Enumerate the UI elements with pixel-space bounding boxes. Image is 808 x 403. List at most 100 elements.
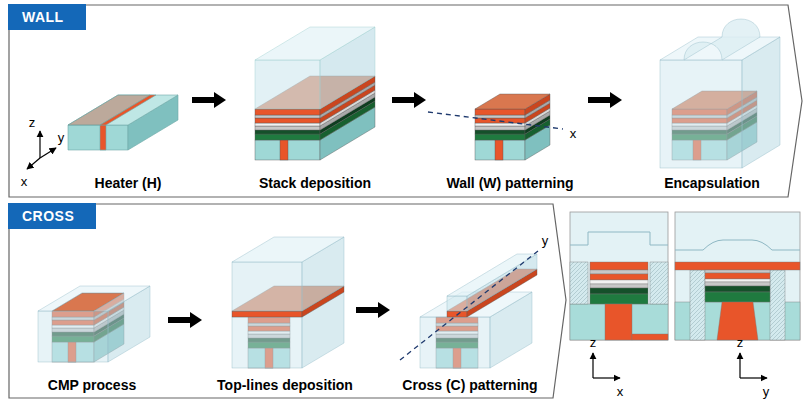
cmp-block: [38, 286, 150, 362]
cross-section-x: [590, 294, 648, 304]
cross-section-y: [717, 302, 758, 340]
axis-pair: [592, 353, 593, 378]
cross-section-x: [632, 334, 668, 340]
wall-block: [475, 140, 525, 160]
cross-section-x: [570, 304, 668, 340]
wall-block: [475, 94, 550, 160]
encapsulated-wall: [660, 19, 780, 168]
cross-section-y: [705, 292, 770, 302]
wall-block: [475, 109, 525, 115]
cut-line: [400, 251, 538, 360]
cross-block: [447, 254, 537, 296]
cross-block: [420, 317, 490, 368]
axis-triad: [27, 158, 40, 169]
stack-block: [255, 27, 375, 60]
cross-section-x: [590, 288, 648, 294]
process-panel: CROSS: [8, 203, 568, 399]
cross-section-y: [705, 282, 770, 286]
cross-section-x: [605, 304, 632, 340]
wall-block: [475, 115, 525, 118]
stack-block: [255, 27, 375, 160]
axis-label: y: [763, 384, 770, 399]
cmp-block: [38, 286, 150, 311]
stack-block: [255, 140, 320, 160]
panel-heading: CROSS: [8, 203, 96, 229]
axis-label: x: [21, 174, 28, 189]
axis-label: z: [29, 115, 36, 130]
axis-pair: [593, 353, 767, 378]
axis-triad: [40, 148, 56, 158]
heater-block: [68, 95, 178, 150]
panel-outline: [9, 204, 566, 398]
stack-block: [255, 123, 320, 126]
process-panel: WALL: [8, 4, 804, 198]
axis-label: x: [617, 384, 624, 399]
cross-section-y: [705, 286, 770, 292]
axis-label: z: [590, 335, 597, 350]
cross-section-x: [570, 232, 668, 245]
panel-outline: [8, 4, 804, 198]
step-label: Encapsulation: [664, 175, 760, 191]
cross-section-y: [770, 270, 785, 340]
cross-block: [420, 254, 537, 368]
stack-block: [255, 130, 320, 134]
axis-pair: [740, 377, 767, 378]
cross-section-y: [675, 240, 800, 250]
cross-section-x: [570, 262, 588, 304]
cross-section-y: [690, 270, 705, 340]
cross-section-x: [590, 262, 648, 270]
step-label: CMP process: [48, 377, 136, 393]
stack-block: [255, 109, 320, 115]
cut-line: [428, 112, 563, 129]
axis-label: x: [570, 126, 577, 141]
cross-section-y: [675, 262, 800, 270]
step-label: Heater (H): [95, 175, 162, 191]
step-label: Wall (W) patterning: [446, 175, 573, 191]
cross-section-y: [675, 212, 800, 340]
stack-block: [255, 118, 320, 123]
heater-block: [100, 125, 106, 150]
encapsulated-wall: [684, 19, 760, 60]
encapsulated-wall: [660, 60, 742, 168]
cross-section-y: [705, 279, 770, 282]
axis-triad: [39, 131, 40, 158]
axis-label: z: [737, 335, 744, 350]
top-lines-block: [232, 262, 302, 311]
panel-heading: WALL: [8, 4, 86, 30]
stack-block: [280, 140, 288, 160]
step-arrow: [192, 92, 226, 108]
heater-block: [68, 125, 128, 150]
cross-section-x: [590, 274, 648, 280]
wall-block: [475, 130, 525, 134]
top-lines-block: [232, 317, 302, 368]
cross-section-y: [705, 273, 770, 279]
step-arrow: [356, 302, 390, 318]
cross-section-x: [570, 212, 668, 340]
stack-block: [255, 126, 320, 130]
cross-section-x: [590, 284, 648, 288]
heater-block: [100, 95, 156, 125]
axis-triad: [27, 131, 56, 169]
cross-section-y: [705, 270, 770, 273]
heater-block: [68, 95, 178, 125]
cross-block: [447, 311, 467, 317]
top-lines-block: [232, 237, 344, 262]
wall-block: [475, 126, 525, 130]
wall-block: [475, 134, 525, 140]
axis-pair: [593, 377, 620, 378]
step-label: Cross (C) patterning: [402, 377, 537, 393]
cmp-block: [38, 311, 108, 362]
cross-section-y: [675, 212, 800, 340]
axis-label: y: [58, 130, 65, 145]
wall-block: [495, 140, 503, 160]
top-lines-block: [232, 237, 344, 368]
step-arrow: [392, 92, 426, 108]
step-label: Top-lines deposition: [217, 377, 353, 393]
axis-pair: [739, 353, 740, 378]
wall-block: [475, 94, 550, 109]
top-lines-block: [232, 311, 302, 317]
stack-block: [255, 115, 320, 118]
panel-outline: [8, 203, 568, 399]
panel-outline: [9, 5, 802, 197]
cross-section-x: [570, 212, 668, 340]
